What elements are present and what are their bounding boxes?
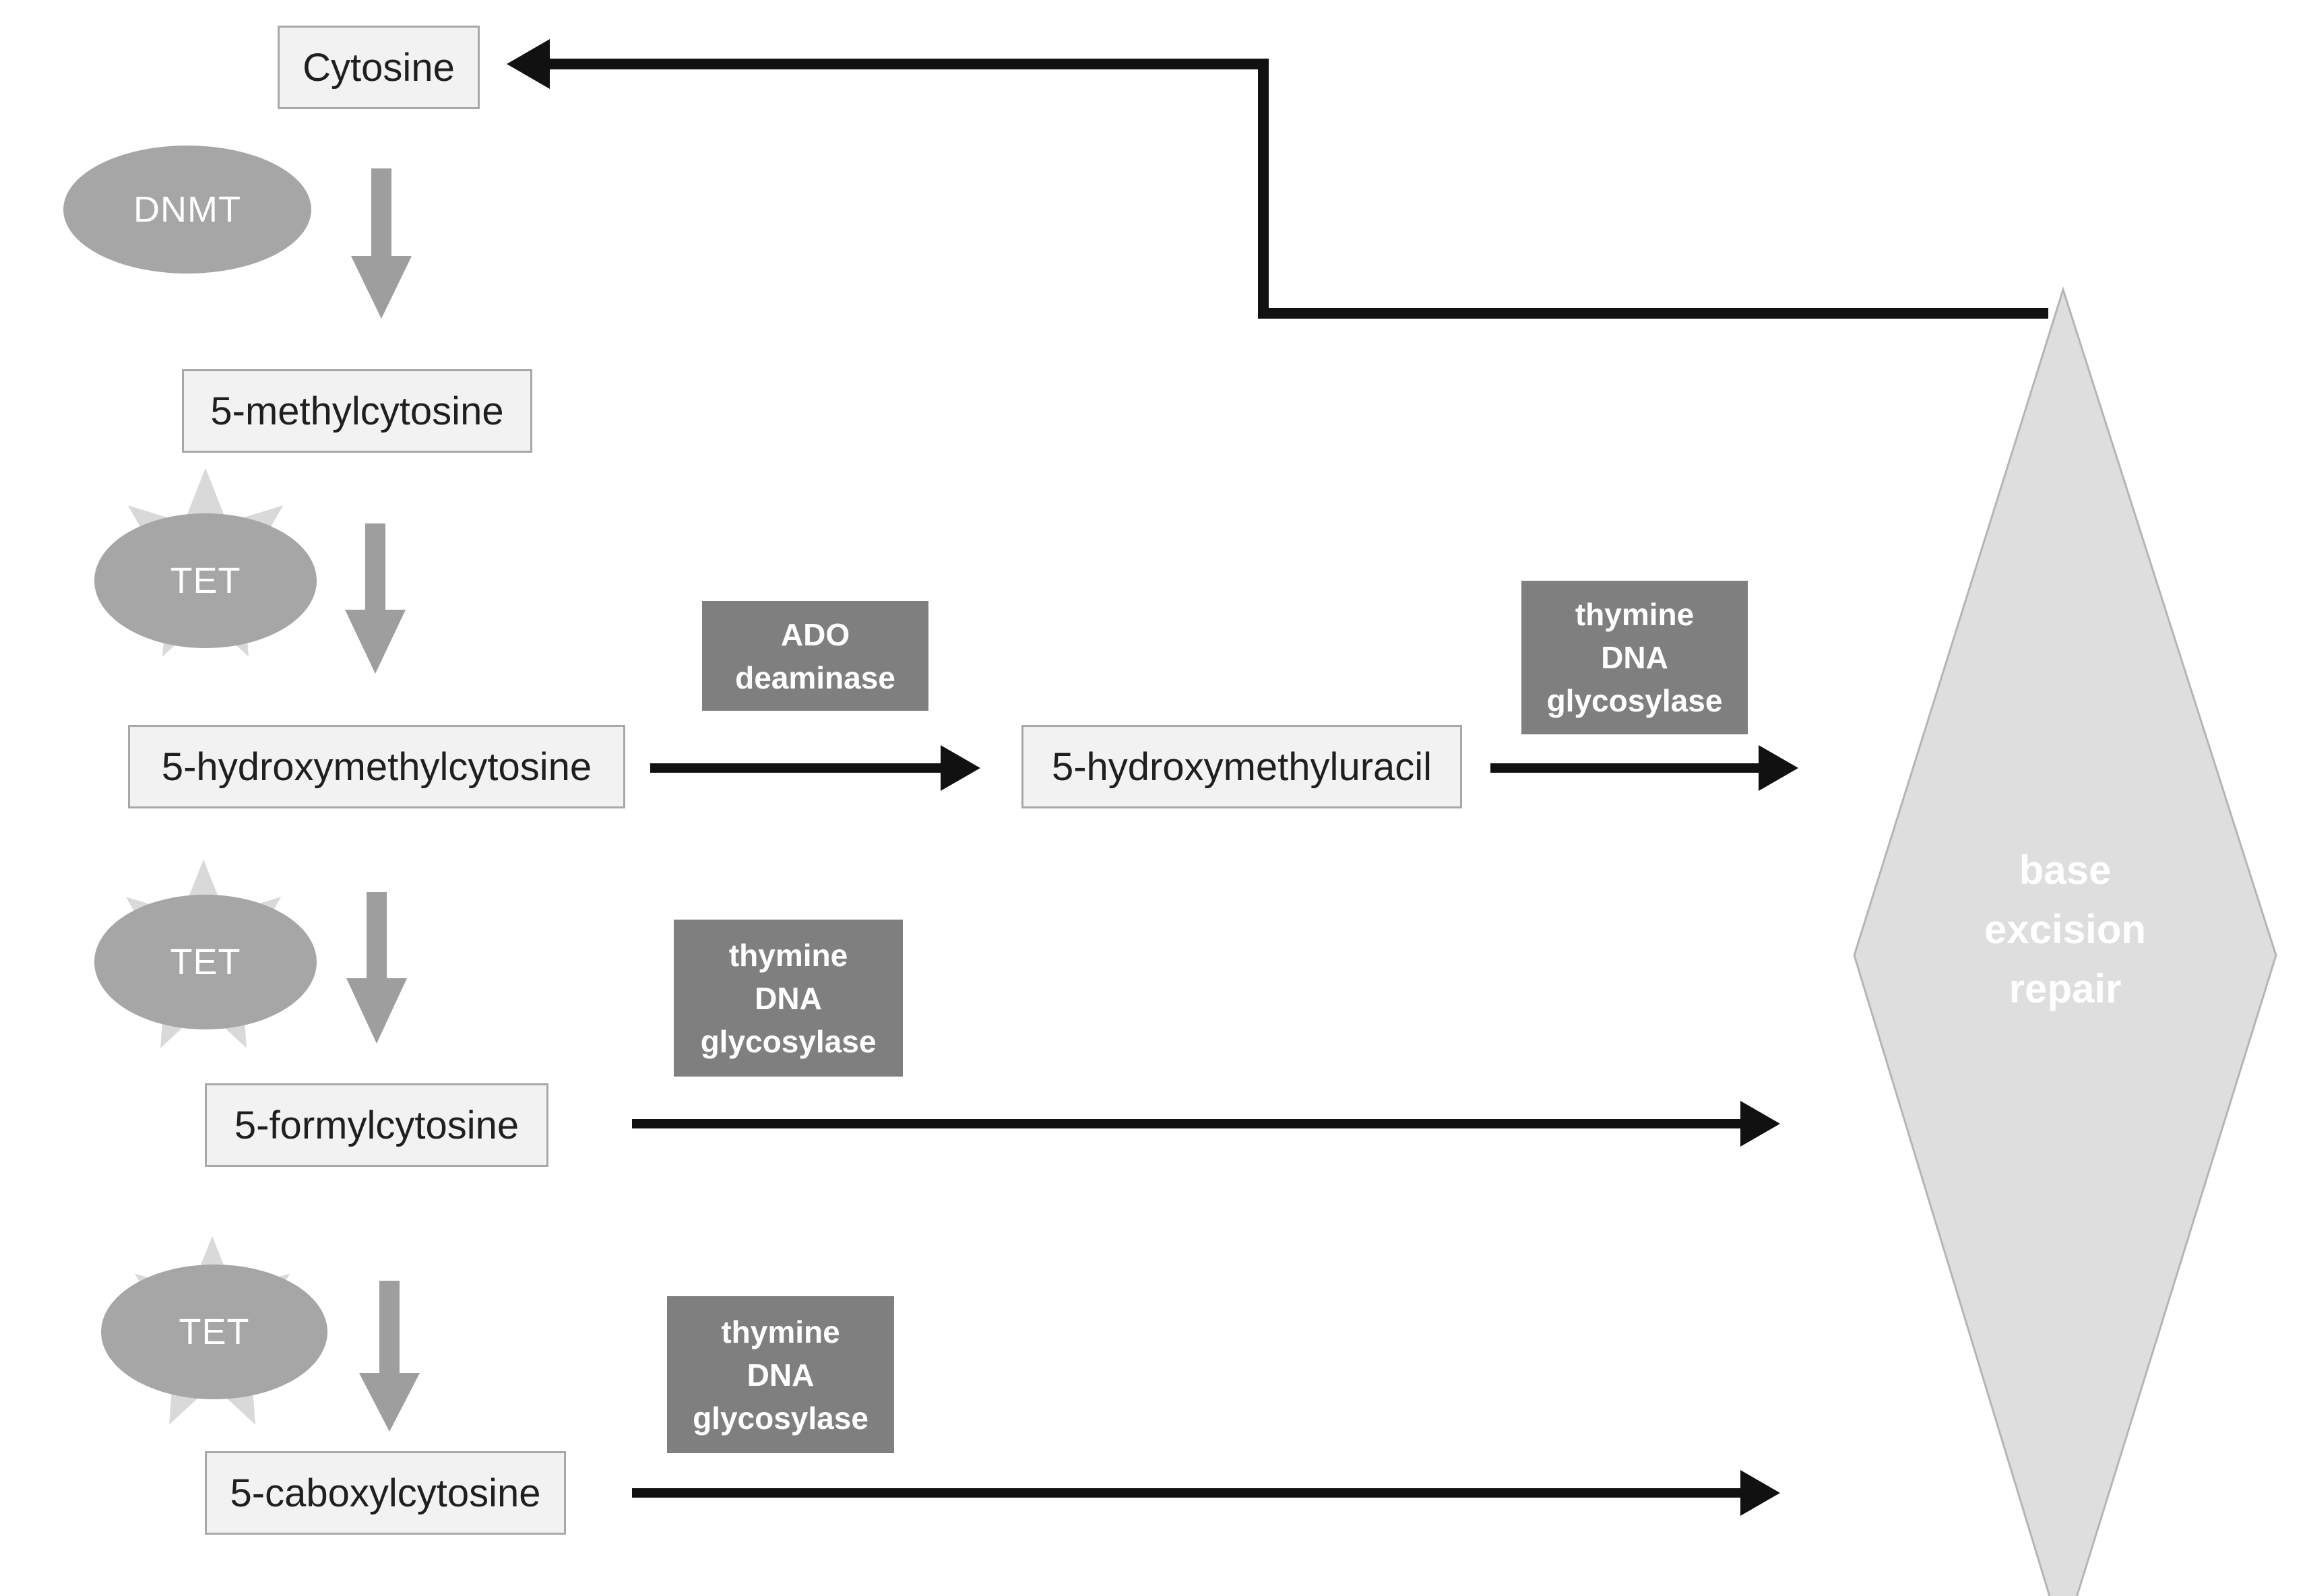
molecule-box-5-caboxylcytosine: 5-caboxylcytosine [205,1451,566,1535]
molecule-label-5-hydroxymethylcytosine: 5-hydroxymethylcytosine [161,744,592,789]
tet-label-text-1: TET [170,561,241,601]
ber-line2: excision [1984,907,2147,952]
tdg-top-line3: glycosylase [1546,683,1723,718]
dnmt-label: DNMT [63,146,311,274]
tet-ellipse-3 [101,1265,327,1399]
return-arrow-line [547,59,2048,319]
tet-label-1: TET [94,513,317,648]
ber-label: base excision repair [1930,829,2200,1031]
dnmt-label-text: DNMT [133,189,241,230]
down-arrow-dnmt-icon [351,168,412,319]
tet-ellipse-1 [94,513,317,648]
molecule-box-5-hydroxymethylcytosine: 5-hydroxymethylcytosine [128,725,625,808]
tdg-top-line2: DNA [1601,640,1668,675]
enzyme-box-tdg-top: thymine DNA glycosylase [1521,581,1748,734]
molecule-label-5-formylcytosine: 5-formylcytosine [234,1103,519,1147]
ber-line1: base [2019,848,2112,893]
molecule-label-5-caboxylcytosine: 5-caboxylcytosine [230,1471,541,1515]
tet-label-text-2: TET [170,942,241,982]
molecule-label-5-hydroxymethyluracil: 5-hydroxymethyluracil [1051,744,1432,789]
arrow-5hmc-to-5hmu-head-icon [941,745,980,791]
return-arrow-head-icon [507,39,550,89]
down-arrow-tet-3-icon [359,1281,420,1432]
tdg-bottom-line1: thymine [721,1314,840,1349]
molecule-box-cytosine: Cytosine [278,26,480,109]
arrow-5fc-to-ber-head-icon [1740,1101,1780,1147]
enzyme-box-ado-deaminase: ADO deaminase [702,601,928,711]
tdg-bottom-line2: DNA [747,1357,815,1393]
down-arrow-tet-2-icon [346,892,407,1044]
molecule-box-5-methylcytosine: 5-methylcytosine [182,369,532,453]
ber-line3: repair [2009,966,2122,1011]
tet-label-2: TET [94,895,317,1029]
dnmt-ellipse [63,146,311,274]
molecule-label-cytosine: Cytosine [303,45,455,90]
arrow-5cac-to-ber-head-icon [1740,1470,1780,1516]
molecule-box-5-hydroxymethyluracil: 5-hydroxymethyluracil [1021,725,1462,808]
arrow-5hmu-to-ber-head-icon [1759,745,1798,791]
molecule-box-5-formylcytosine: 5-formylcytosine [205,1083,548,1167]
tet-label-text-3: TET [179,1312,250,1352]
tdg-top-line1: thymine [1575,597,1695,632]
tdg-middle-line1: thymine [728,937,848,973]
base-excision-repair-diamond [1853,286,2277,1596]
ado-line1: ADO [780,616,850,652]
tet-ellipse-2 [94,895,317,1029]
enzyme-box-tdg-middle: thymine DNA glycosylase [674,920,903,1077]
tet-label-3: TET [103,1265,325,1399]
enzyme-box-tdg-bottom: thymine DNA glycosylase [667,1296,894,1453]
tdg-bottom-line3: glycosylase [693,1400,869,1436]
molecule-label-5-methylcytosine: 5-methylcytosine [210,389,504,433]
ado-line2: deaminase [735,660,895,695]
down-arrow-tet-1-icon [345,523,406,674]
tdg-middle-line2: DNA [755,980,822,1016]
tdg-middle-line3: glycosylase [700,1023,877,1059]
